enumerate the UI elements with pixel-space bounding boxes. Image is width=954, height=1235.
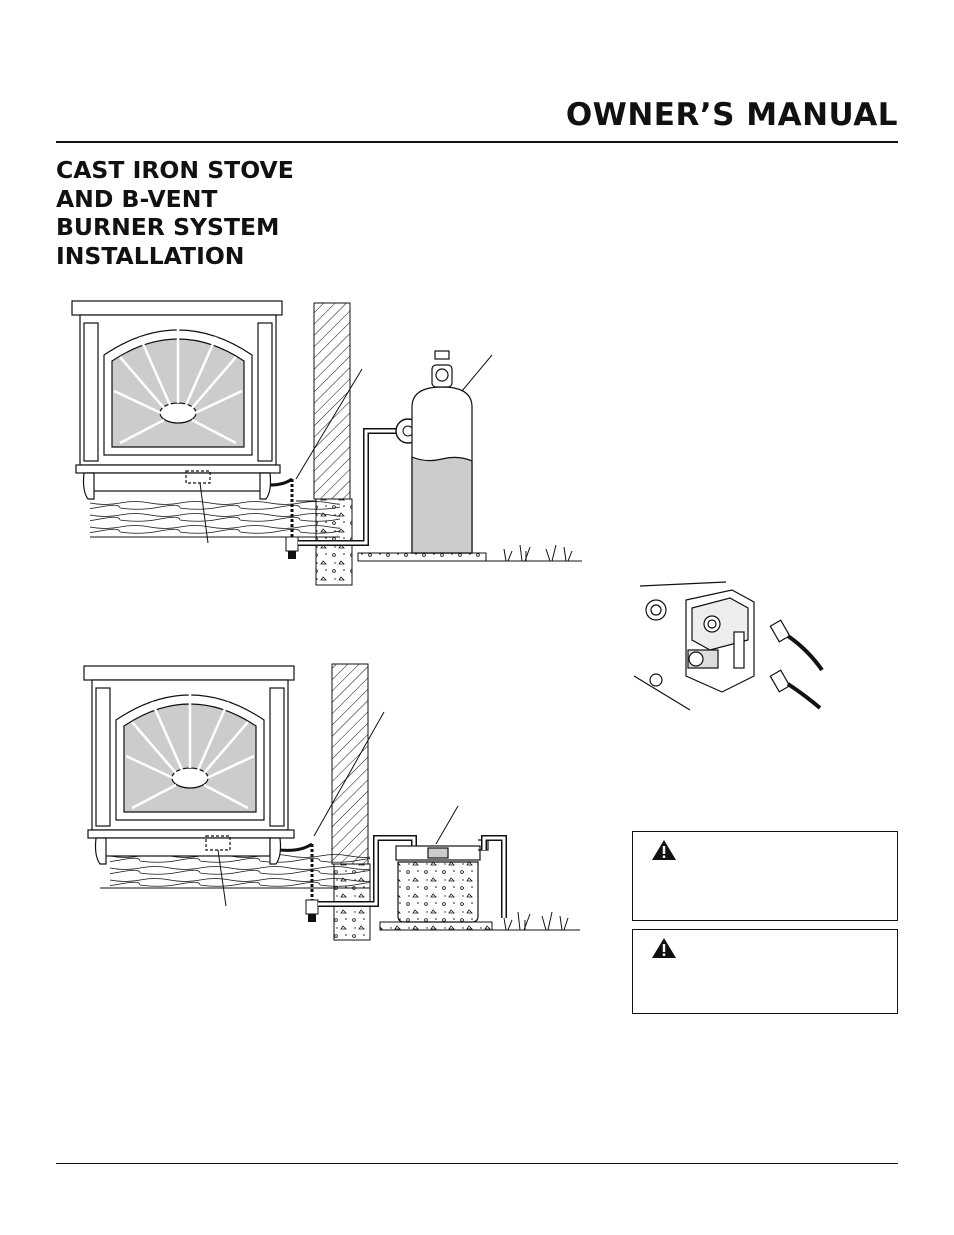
section-heading-line: CAST IRON STOVE: [56, 156, 294, 184]
natural-gas-installation-figure: [83, 663, 580, 941]
propane-tank: [411, 350, 473, 554]
section-heading-line: AND B-VENT: [56, 184, 218, 213]
grass: [503, 544, 573, 562]
footer-rule: [56, 1163, 898, 1164]
wall: [313, 302, 351, 500]
connector-figure: [633, 581, 824, 711]
section-heading-line: INSTALLATION: [56, 241, 245, 270]
section-heading: CAST IRON STOVE AND B-VENT BURNER SYSTEM…: [56, 156, 356, 270]
warning-box: [632, 929, 898, 1014]
page-title: OWNER’S MANUAL: [565, 97, 898, 133]
propane-installation-figure: [71, 300, 582, 586]
header-rule: [56, 141, 898, 143]
cast-iron-stove: [71, 300, 283, 500]
floor-boards: [90, 499, 340, 537]
warning-box: [632, 831, 898, 921]
warning-triangle-icon: [652, 938, 676, 958]
section-heading-line: BURNER SYSTEM: [56, 213, 280, 241]
warning-triangle-icon: [652, 840, 676, 860]
gas-meter: [395, 839, 489, 923]
